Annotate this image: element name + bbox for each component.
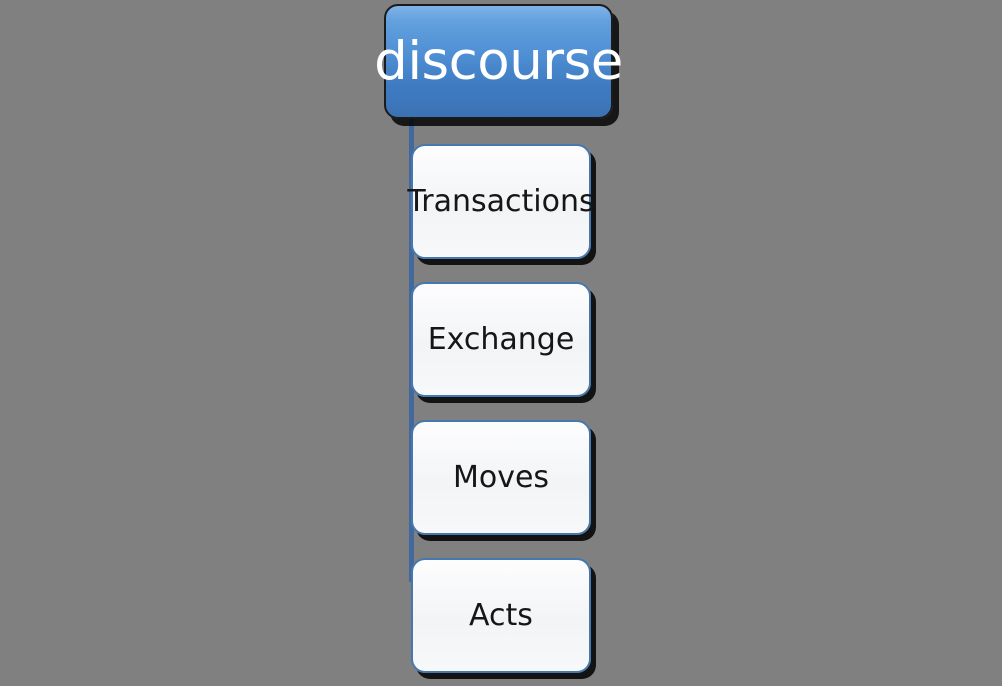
child-node-label: Exchange <box>427 321 575 357</box>
child-node-label: Transactions <box>407 183 595 219</box>
child-node-transactions[interactable]: Transactions <box>407 144 595 259</box>
child-node-moves[interactable]: Moves <box>411 420 591 535</box>
child-node-exchange[interactable]: Exchange <box>411 282 591 397</box>
root-node-label: discourse <box>374 31 623 92</box>
child-node-label: Acts <box>469 597 533 633</box>
root-node-discourse[interactable]: discourse <box>374 4 623 119</box>
child-node-label: Moves <box>452 459 550 495</box>
child-node-acts[interactable]: Acts <box>411 558 591 673</box>
